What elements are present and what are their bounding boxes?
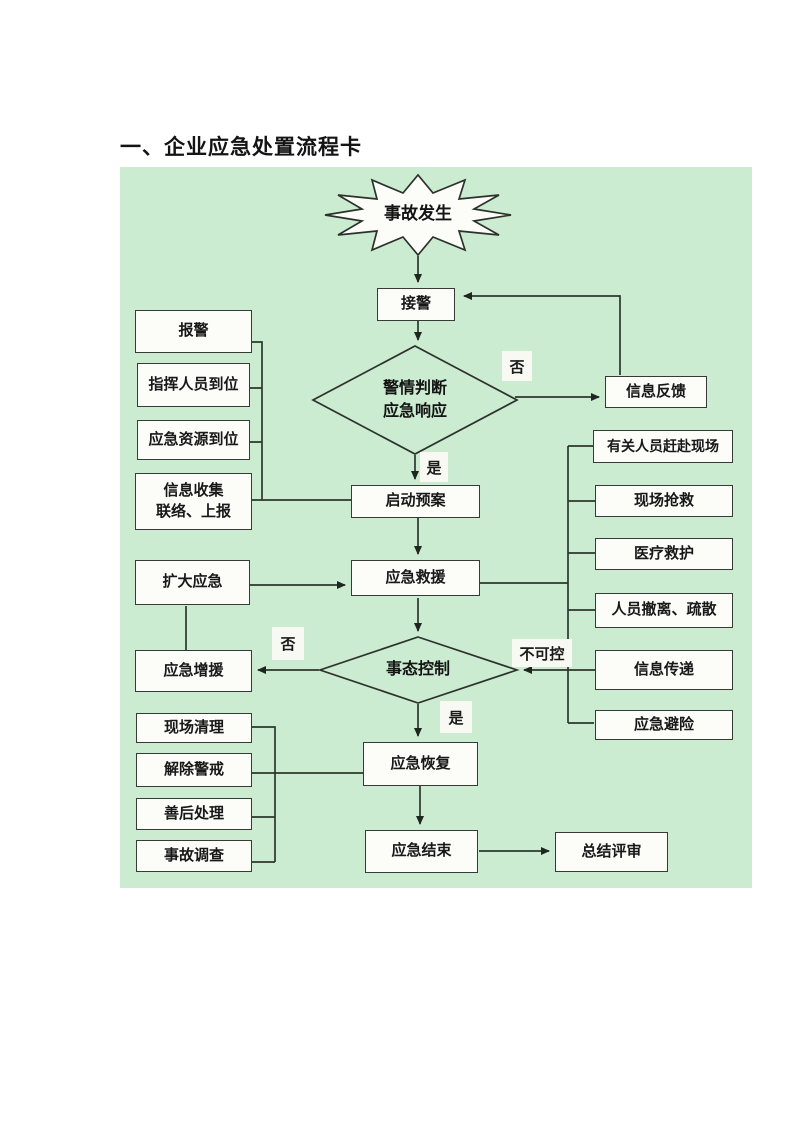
node-emergency-rescue: 应急救援 bbox=[351, 560, 480, 596]
node-action-info-transfer: 信息传递 bbox=[595, 650, 733, 690]
node-recovery-site-cleanup: 现场清理 bbox=[136, 713, 252, 743]
node-action-site-rescue: 现场抢救 bbox=[595, 485, 733, 517]
label-uncontrollable: 不可控 bbox=[512, 639, 572, 667]
node-recovery-lift-alert: 解除警戒 bbox=[136, 753, 252, 787]
node-recovery-investigation: 事故调查 bbox=[136, 840, 252, 872]
node-reinforcement: 应急增援 bbox=[135, 650, 252, 692]
node-decision-alarm-text: 警情判断 应急响应 bbox=[382, 379, 447, 420]
node-prep-commanders: 指挥人员到位 bbox=[137, 363, 250, 407]
label-yes-1: 是 bbox=[420, 452, 448, 482]
node-action-medical-aid: 医疗救护 bbox=[595, 538, 733, 570]
label-no-2: 否 bbox=[272, 627, 304, 660]
label-no-1: 否 bbox=[502, 351, 532, 381]
node-emergency-recovery: 应急恢复 bbox=[363, 742, 478, 786]
node-receive-alarm: 接警 bbox=[377, 288, 455, 321]
node-expand-emergency: 扩大应急 bbox=[135, 560, 250, 605]
node-prep-resources: 应急资源到位 bbox=[137, 420, 250, 460]
node-info-feedback: 信息反馈 bbox=[605, 376, 707, 408]
node-action-risk-avoidance: 应急避险 bbox=[595, 710, 733, 740]
node-accident-occurs: 事故发生 bbox=[384, 203, 452, 223]
node-prep-report: 报警 bbox=[135, 310, 252, 353]
node-start-plan: 启动预案 bbox=[351, 485, 480, 518]
node-decision-control-text: 事态控制 bbox=[385, 661, 450, 679]
node-recovery-aftermath: 善后处理 bbox=[136, 798, 252, 830]
label-yes-2: 是 bbox=[440, 701, 472, 733]
node-emergency-end: 应急结束 bbox=[365, 830, 478, 873]
page-title: 一、企业应急处置流程卡 bbox=[120, 135, 362, 159]
node-summary-review: 总结评审 bbox=[555, 832, 668, 872]
node-prep-info-collection: 信息收集 联络、上报 bbox=[135, 473, 252, 530]
node-action-personnel-to-site: 有关人员赶赴现场 bbox=[593, 430, 733, 463]
node-action-evacuation: 人员撤离、疏散 bbox=[595, 593, 733, 628]
